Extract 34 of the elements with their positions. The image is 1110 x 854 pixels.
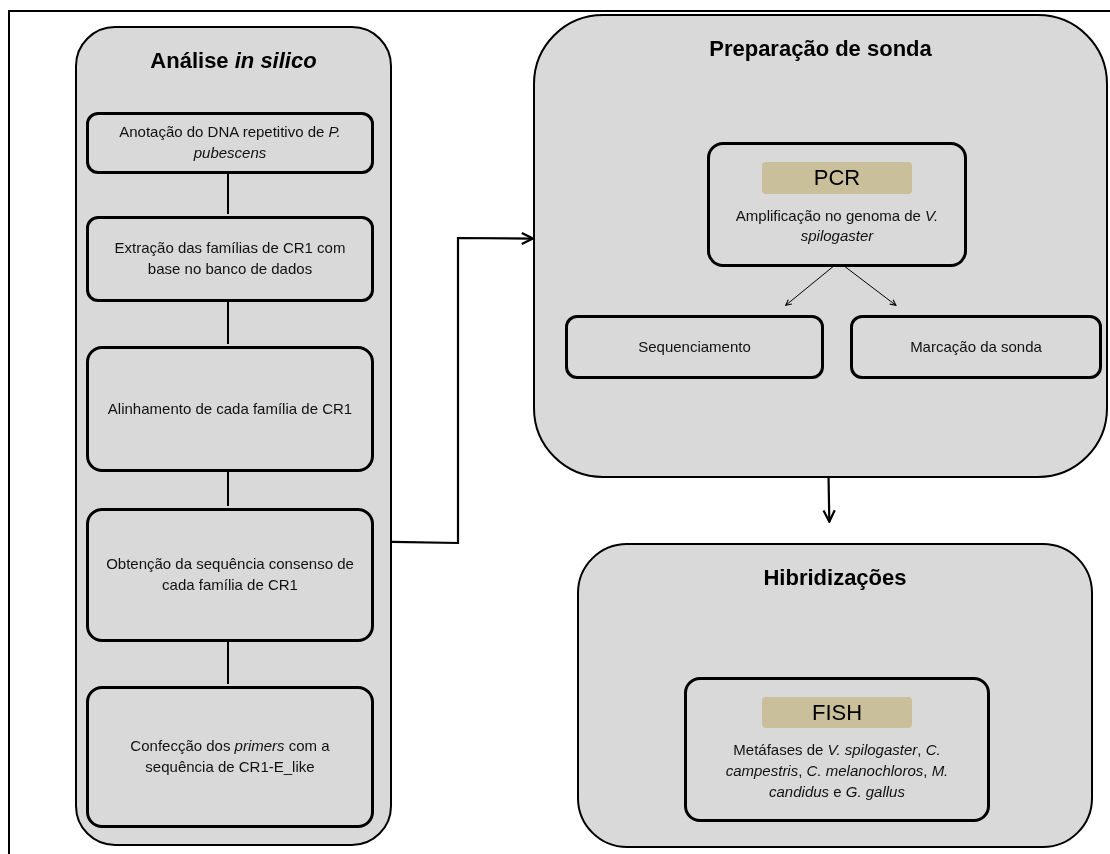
connector-line xyxy=(227,639,229,685)
step-text: Anotação do DNA repetitivo de P. pubescens xyxy=(118,122,342,163)
arrow xyxy=(391,231,535,545)
arrow xyxy=(822,478,836,523)
process-box xyxy=(86,216,374,302)
process-box xyxy=(86,686,374,828)
method-tag: PCR xyxy=(762,162,912,194)
process-box xyxy=(86,346,374,472)
step-text: Sequenciamento xyxy=(638,336,751,357)
group-panel xyxy=(577,543,1093,848)
panel-title: Preparação de sonda xyxy=(708,35,933,63)
step-text: Marcação da sonda xyxy=(910,336,1042,357)
process-box xyxy=(86,508,374,642)
step-text: Metáfases de V. spilogaster, C. campestris, C. melanochloros, M. candidus e G. gallus xyxy=(724,740,950,802)
connector-line xyxy=(227,299,229,345)
process-box xyxy=(850,315,1102,379)
step-text: Alinhamento de cada família de CR1 xyxy=(107,398,353,419)
process-box xyxy=(565,315,824,379)
arrow xyxy=(842,264,897,306)
step-text: Confecção dos primers com a sequência de CR1-E_like xyxy=(129,736,331,777)
process-box xyxy=(707,142,967,267)
method-tag: FISH xyxy=(762,696,912,729)
connector-line xyxy=(227,171,229,215)
group-panel xyxy=(75,26,392,846)
arrow xyxy=(785,264,836,306)
group-panel xyxy=(533,14,1108,478)
process-box xyxy=(86,112,374,174)
connector-line xyxy=(227,469,229,507)
step-text: Obtenção da sequência consenso de cada família de CR1 xyxy=(105,554,355,595)
panel-title: Análise in silico xyxy=(149,47,318,75)
panel-title: Hibridizações xyxy=(762,564,908,592)
step-text: Amplificação no genoma de V. spilogaster xyxy=(734,205,940,247)
step-text: Extração das famílias de CR1 com base no banco de dados xyxy=(113,238,347,279)
process-box xyxy=(684,677,990,822)
